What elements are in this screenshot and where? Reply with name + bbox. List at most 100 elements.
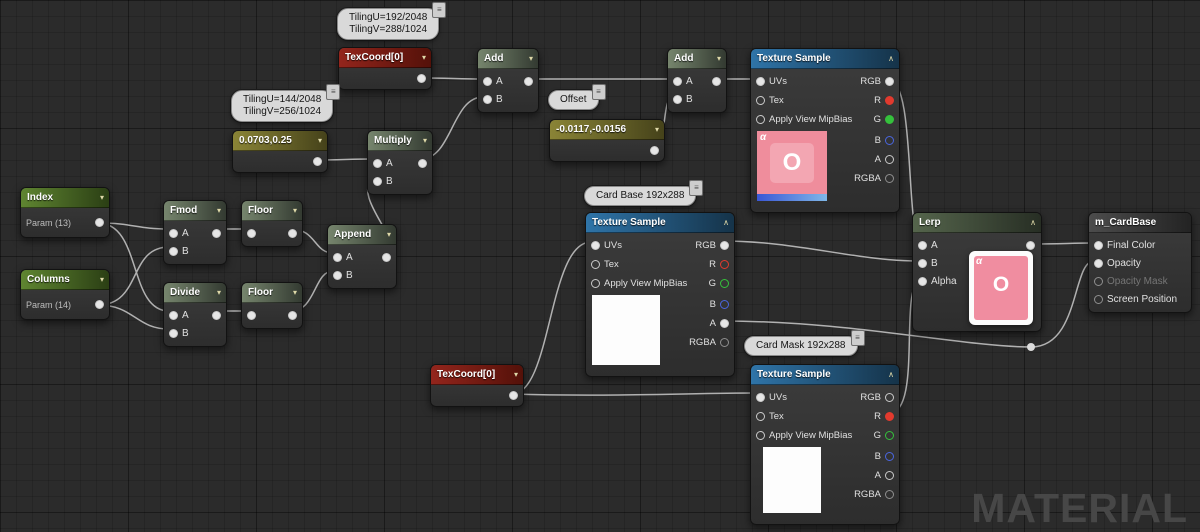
node-header[interactable]: TexCoord[0] ▾	[339, 48, 431, 68]
node-texcoord-top[interactable]: TexCoord[0] ▾	[338, 47, 432, 90]
chevron-down-icon[interactable]: ▾	[216, 205, 221, 215]
node-multiply[interactable]: Multiply ▾ A B	[367, 130, 433, 195]
input-pin-tex[interactable]	[756, 412, 765, 421]
output-pin[interactable]	[1026, 241, 1035, 250]
output-pin-a[interactable]	[885, 155, 894, 164]
output-pin-g[interactable]	[720, 279, 729, 288]
node-header[interactable]: m_CardBase	[1089, 213, 1191, 233]
input-pin-b[interactable]	[169, 246, 178, 256]
comment-offset[interactable]: Offset ≡	[548, 84, 606, 110]
node-param-columns[interactable]: Columns ▾ Param (14)	[20, 269, 110, 320]
node-result-material[interactable]: m_CardBase Final Color Opacity Opacity M…	[1088, 212, 1192, 313]
output-pin-r[interactable]	[885, 96, 894, 105]
node-add-1[interactable]: Add ▾ A B	[477, 48, 539, 113]
node-header[interactable]: Lerp ∧	[913, 213, 1041, 233]
input-pin-b[interactable]	[918, 258, 927, 268]
chevron-down-icon[interactable]: ▾	[292, 287, 297, 297]
input-pin-mipbias[interactable]	[756, 115, 765, 124]
input-pin-b[interactable]	[333, 270, 342, 280]
input-pin-b[interactable]	[673, 94, 682, 104]
output-pin[interactable]	[417, 74, 426, 83]
output-pin-a[interactable]	[885, 471, 894, 480]
chevron-down-icon[interactable]: ▾	[386, 229, 391, 239]
node-header[interactable]: Append ▾	[328, 225, 396, 245]
output-pin[interactable]	[212, 310, 221, 320]
input-pin-final-color[interactable]	[1094, 240, 1103, 250]
input-pin-uvs[interactable]	[756, 77, 765, 86]
output-pin-r[interactable]	[885, 412, 894, 421]
input-pin-screen-position[interactable]	[1094, 294, 1103, 304]
input-pin-a[interactable]	[673, 76, 682, 86]
output-pin-rgb[interactable]	[885, 77, 894, 86]
input-pin-a[interactable]	[169, 228, 178, 238]
output-pin-b[interactable]	[720, 300, 729, 309]
node-append[interactable]: Append ▾ A B	[327, 224, 397, 289]
input-pin-a[interactable]	[333, 252, 342, 262]
node-texture-sample-card-base[interactable]: Texture Sample ∧ UVs RGB Tex R Apply Vie…	[585, 212, 735, 377]
input-pin-uvs[interactable]	[591, 241, 600, 250]
node-header[interactable]: Index ▾	[21, 188, 109, 208]
input-pin-mipbias[interactable]	[591, 279, 600, 288]
output-pin[interactable]	[95, 300, 104, 309]
node-divide[interactable]: Divide ▾ A B	[163, 282, 227, 347]
chevron-down-icon[interactable]: ▾	[99, 192, 104, 202]
node-param-index[interactable]: Index ▾ Param (13)	[20, 187, 110, 238]
node-header[interactable]: TexCoord[0] ▾	[431, 365, 523, 385]
input-pin[interactable]	[247, 310, 256, 320]
node-header[interactable]: Texture Sample ∧	[751, 365, 899, 385]
node-floor-bottom[interactable]: Floor ▾	[241, 282, 303, 329]
output-pin[interactable]	[313, 157, 322, 166]
output-pin[interactable]	[95, 218, 104, 227]
output-pin-rgb[interactable]	[720, 241, 729, 250]
node-header[interactable]: 0.0703,0.25 ▾	[233, 131, 327, 151]
output-pin[interactable]	[650, 146, 659, 155]
input-pin-alpha[interactable]	[918, 276, 927, 286]
node-header[interactable]: Add ▾	[668, 49, 726, 69]
output-pin[interactable]	[288, 310, 297, 320]
node-fmod[interactable]: Fmod ▾ A B	[163, 200, 227, 265]
output-pin[interactable]	[712, 76, 721, 86]
input-pin-opacity[interactable]	[1094, 258, 1103, 268]
output-pin-g[interactable]	[885, 115, 894, 124]
node-header[interactable]: Divide ▾	[164, 283, 226, 303]
comment-tiling-atlas[interactable]: TilingU=192/2048 TilingV=288/1024 ≡	[337, 2, 447, 40]
node-header[interactable]: Add ▾	[478, 49, 538, 69]
chevron-down-icon[interactable]: ▾	[654, 124, 659, 134]
output-pin-b[interactable]	[885, 452, 894, 461]
chevron-down-icon[interactable]: ▾	[292, 205, 297, 215]
output-pin-rgba[interactable]	[885, 490, 894, 499]
node-lerp[interactable]: Lerp ∧ A B Alpha α O	[912, 212, 1042, 332]
node-header[interactable]: -0.0117,-0.0156 ▾	[550, 120, 664, 140]
input-pin-a[interactable]	[373, 158, 382, 168]
node-constant-tiling[interactable]: 0.0703,0.25 ▾	[232, 130, 328, 173]
comment-card-mask[interactable]: Card Mask 192x288 ≡	[744, 330, 865, 356]
output-pin[interactable]	[212, 228, 221, 238]
input-pin-a[interactable]	[918, 240, 927, 250]
comment-tiling-card[interactable]: TilingU=144/2048 TilingV=256/1024 ≡	[231, 84, 341, 122]
output-pin-a[interactable]	[720, 319, 729, 328]
chevron-down-icon[interactable]: ▾	[422, 135, 427, 145]
output-pin-rgba[interactable]	[885, 174, 894, 183]
chevron-up-icon[interactable]: ∧	[723, 217, 729, 227]
node-add-2[interactable]: Add ▾ A B	[667, 48, 727, 113]
output-pin-b[interactable]	[885, 136, 894, 145]
input-pin[interactable]	[247, 228, 256, 238]
output-pin-g[interactable]	[885, 431, 894, 440]
output-pin[interactable]	[509, 391, 518, 400]
node-texture-sample-card-mask[interactable]: Texture Sample ∧ UVs RGB Tex R Apply Vie…	[750, 364, 900, 525]
input-pin-opacity-mask[interactable]	[1094, 276, 1103, 286]
input-pin-b[interactable]	[169, 328, 178, 338]
node-header[interactable]: Texture Sample ∧	[751, 49, 899, 69]
output-pin-rgb[interactable]	[885, 393, 894, 402]
node-header[interactable]: Texture Sample ∧	[586, 213, 734, 233]
chevron-down-icon[interactable]: ▾	[317, 135, 322, 145]
node-texcoord-bottom[interactable]: TexCoord[0] ▾	[430, 364, 524, 407]
chevron-down-icon[interactable]: ▾	[716, 53, 721, 63]
node-header[interactable]: Multiply ▾	[368, 131, 432, 151]
node-header[interactable]: Fmod ▾	[164, 201, 226, 221]
node-header[interactable]: Columns ▾	[21, 270, 109, 290]
output-pin[interactable]	[382, 252, 391, 262]
output-pin[interactable]	[418, 158, 427, 168]
input-pin-b[interactable]	[373, 176, 382, 186]
